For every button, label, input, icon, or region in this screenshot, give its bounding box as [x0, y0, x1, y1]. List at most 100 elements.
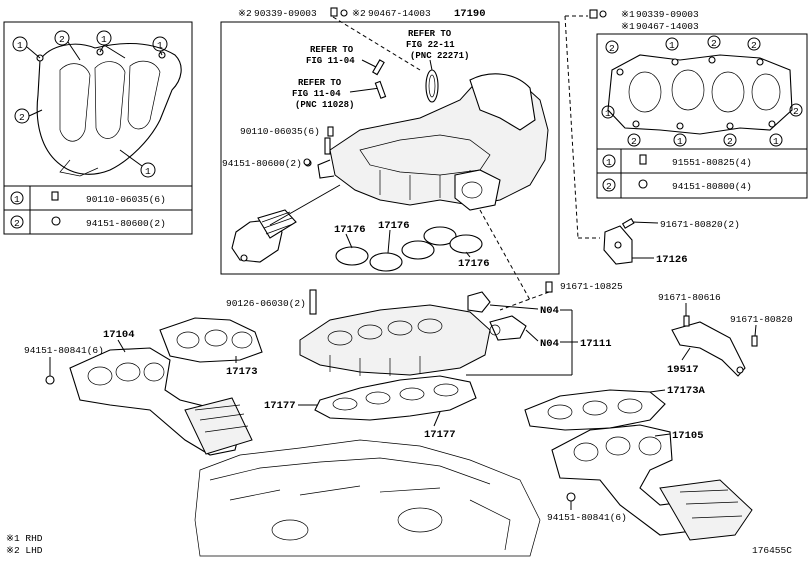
catalytic-converter — [659, 479, 753, 541]
right-legend: 1 91551-80825(4) 2 94151-80800(4) — [602, 154, 752, 192]
part-label-gasket: 17177 — [424, 429, 456, 441]
center-inset: REFER TO FIG 11-04 REFER TO FIG 11-04 (P… — [220, 21, 560, 275]
legend-number: 1 — [14, 194, 20, 205]
refer-note: REFER TO — [298, 78, 342, 88]
gasket-set — [335, 226, 483, 272]
callout-number: 1 — [605, 108, 611, 119]
washer-icon — [599, 10, 607, 18]
callout-number: 1 — [101, 34, 107, 45]
legend-number: 2 — [14, 218, 20, 229]
right-inset: 2 1 2 2 1 2 1 2 1 2 1 91551-80825(4) 2 9… — [596, 33, 808, 199]
bolt-icon — [327, 126, 334, 137]
top-left-callouts: ※2 90339-09003 ※2 90467-14003 17190 — [238, 7, 486, 71]
bolt-icon — [545, 281, 553, 293]
part-label-bracket: 17126 — [656, 254, 688, 266]
part-label-bolt: 91671-10825 — [560, 281, 623, 292]
part-label-bolt: 91671-80820 — [730, 314, 793, 325]
callout-number: 1 — [677, 136, 683, 147]
legend-part-number: 90110-06035(6) — [86, 194, 166, 205]
callout-part-number: 90339-09003 — [636, 9, 699, 20]
intake-plate-sketch — [607, 54, 793, 135]
left-inset: 1 2 1 1 2 1 1 90110-06035(6) 2 94151-806… — [3, 21, 193, 235]
callout-number: 2 — [631, 136, 637, 147]
gasket-17173 — [159, 317, 263, 363]
callout-number: 2 — [59, 34, 65, 45]
engine-block — [194, 439, 541, 557]
refer-note: REFER TO — [310, 45, 354, 55]
main-part-number: 17190 — [454, 8, 486, 20]
callout-number: 2 — [609, 43, 615, 54]
callout-mark: ※2 — [238, 8, 252, 19]
right-inset-callouts: 2 1 2 2 1 2 1 2 1 2 — [601, 35, 803, 147]
nut-icon — [45, 375, 55, 385]
bolt-icon — [589, 9, 598, 19]
catalytic-converter — [184, 397, 253, 455]
refer-note: (PNC 22271) — [410, 51, 469, 61]
left-inset-callouts: 1 2 1 1 2 1 — [12, 30, 168, 178]
part-label-nut: 94151-80841(6) — [24, 345, 104, 356]
part-label-bolt: 90110-06035(6) — [240, 126, 320, 137]
bracket-17126: 91671-80820(2) 17126 — [603, 218, 740, 266]
callout-part-number: 90467-14003 — [368, 8, 431, 19]
callout-mark: ※2 — [352, 8, 366, 19]
nut-icon — [638, 179, 648, 189]
part-label-nut: 94151-80600(2) — [222, 158, 302, 169]
refer-note: FIG 11-04 — [306, 56, 355, 66]
part-label-nut: 94151-80841(6) — [547, 512, 627, 523]
part-label-bracket: 19517 — [667, 364, 699, 376]
part-label-gasket: 17176 — [334, 224, 366, 236]
footnote-lhd: ※2 LHD — [6, 545, 43, 556]
part-label-bolt: 91671-80820(2) — [660, 219, 740, 230]
callout-number: 1 — [17, 40, 23, 51]
refer-note: FIG 22-11 — [406, 40, 455, 50]
part-label-gasket: 17177 — [264, 400, 296, 412]
legend-number: 2 — [606, 181, 612, 192]
left-legend: 1 90110-06035(6) 2 94151-80600(2) — [10, 191, 166, 229]
part-label-exhaust: 17104 — [103, 329, 135, 341]
part-label-manifold: 17111 — [580, 338, 612, 350]
part-label-sensor: N04 — [540, 305, 559, 317]
nut-icon — [51, 216, 61, 226]
exhaust-left: 17173 17104 94151-80841(6) — [24, 317, 263, 456]
part-label-gasket: 17176 — [458, 258, 490, 270]
callout-number: 2 — [727, 136, 733, 147]
intake-manifold-sketch — [36, 43, 182, 175]
bolt-icon — [639, 154, 647, 165]
callout-number: 1 — [669, 40, 675, 51]
lower-intake-manifold — [299, 304, 491, 376]
callout-number: 2 — [751, 40, 757, 51]
part-label-exhaust: 17105 — [672, 430, 704, 442]
callout-number: 1 — [145, 166, 151, 177]
part-label-gasket: 17176 — [378, 220, 410, 232]
nut-icon — [566, 492, 576, 502]
callout-number: 1 — [157, 40, 163, 51]
stud-icon — [309, 289, 317, 315]
gasket-17173A — [524, 389, 666, 431]
footnote-rhd: ※1 RHD — [6, 533, 43, 544]
refer-note: REFER TO — [408, 29, 452, 39]
bolt-icon — [751, 335, 758, 347]
bolt-icon — [51, 191, 59, 201]
legend-number: 1 — [606, 157, 612, 168]
bracket-19517: 91671-80616 91671-80820 19517 — [658, 292, 793, 377]
callout-mark: ※1 — [621, 21, 635, 32]
part-label-gasket: 17173 — [226, 366, 258, 378]
exhaust-right: 17173A 17105 94151-80841(6) — [524, 385, 753, 541]
refer-note: FIG 11-04 — [292, 89, 341, 99]
callout-number: 2 — [711, 38, 717, 49]
washer-icon — [340, 9, 348, 17]
part-label-bolt: 91671-80616 — [658, 292, 721, 303]
center-inset-frame — [220, 21, 560, 275]
refer-note: (PNC 11028) — [295, 100, 354, 110]
bolt-icon — [330, 7, 338, 17]
part-label-sensor: N04 — [540, 338, 559, 350]
legend-part-number: 91551-80825(4) — [672, 157, 752, 168]
bolt-icon — [683, 315, 690, 327]
callout-part-number: 90467-14003 — [636, 21, 699, 32]
legend-part-number: 94151-80800(4) — [672, 181, 752, 192]
callout-number: 2 — [793, 106, 799, 117]
callout-number: 1 — [773, 136, 779, 147]
nut-icon — [303, 158, 311, 166]
